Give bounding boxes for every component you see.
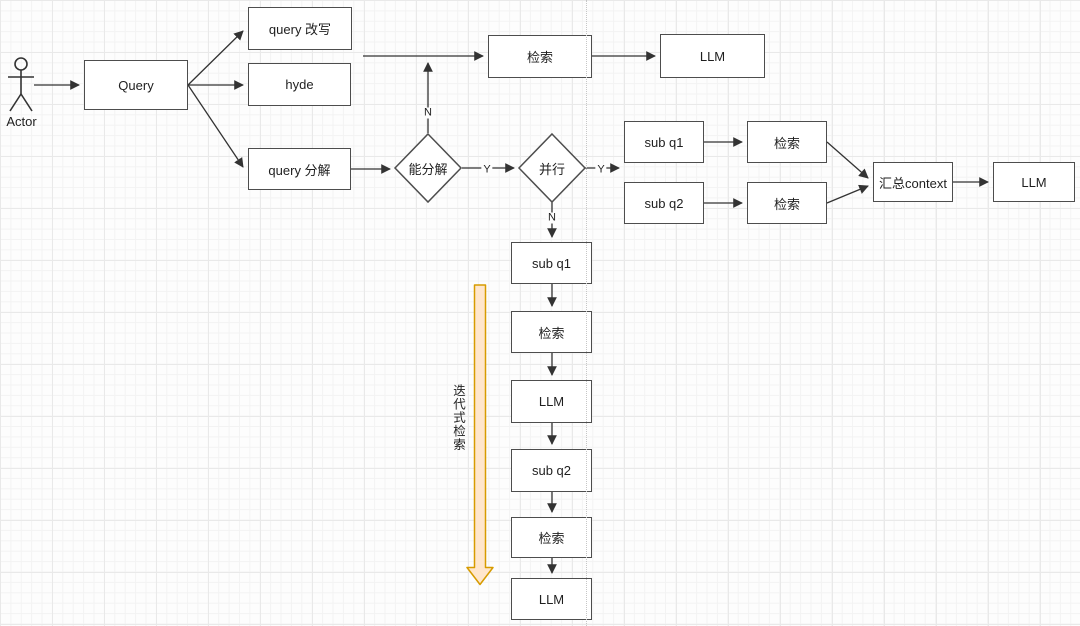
node-query: Query: [84, 60, 188, 110]
node-retrieval-iter-2: 检索: [511, 517, 592, 558]
edge-retrieval-q1-to-aggregate: [826, 141, 869, 179]
edge-label-parallel-yes: Y: [595, 163, 607, 176]
edge-label-can-decompose-yes: Y: [481, 163, 493, 176]
node-retrieval-sub-q2: 检索: [747, 182, 827, 224]
actor-label: Actor: [6, 114, 37, 129]
diamond-can-decompose: [393, 132, 463, 204]
edge-query-to-rewrite: [187, 30, 244, 86]
node-retrieval-sub-q1: 检索: [747, 121, 827, 163]
node-llm-iter-1: LLM: [511, 380, 592, 423]
iterative-arrow: [466, 284, 494, 586]
node-sub-q2-parallel: sub q2: [624, 182, 704, 224]
node-retrieval-top: 检索: [488, 35, 592, 78]
edge-label-parallel-no: N: [546, 211, 558, 224]
node-llm-parallel: LLM: [993, 162, 1075, 202]
node-sub-q1-iter: sub q1: [511, 242, 592, 284]
iterative-retrieval-annotation: 迭代式检索: [451, 384, 465, 452]
node-query-decompose: query 分解: [248, 148, 351, 190]
node-retrieval-iter-1: 检索: [511, 311, 592, 353]
node-query-rewrite: query 改写: [248, 7, 352, 50]
node-aggregate-context: 汇总context: [873, 162, 953, 202]
node-hyde: hyde: [248, 63, 351, 106]
edge-query-to-decompose: [187, 84, 244, 168]
diamond-parallel: [517, 132, 587, 204]
node-llm-iter-2: LLM: [511, 578, 592, 620]
node-sub-q1-parallel: sub q1: [624, 121, 704, 163]
decision-diamonds: [393, 132, 587, 204]
edge-label-can-decompose-no: N: [422, 106, 434, 119]
node-llm-top: LLM: [660, 34, 765, 78]
edge-retrieval-q2-to-aggregate: [826, 184, 869, 204]
dotted-guide-line: [586, 0, 587, 626]
actor-icon: [8, 57, 34, 112]
node-sub-q2-iter: sub q2: [511, 449, 592, 492]
